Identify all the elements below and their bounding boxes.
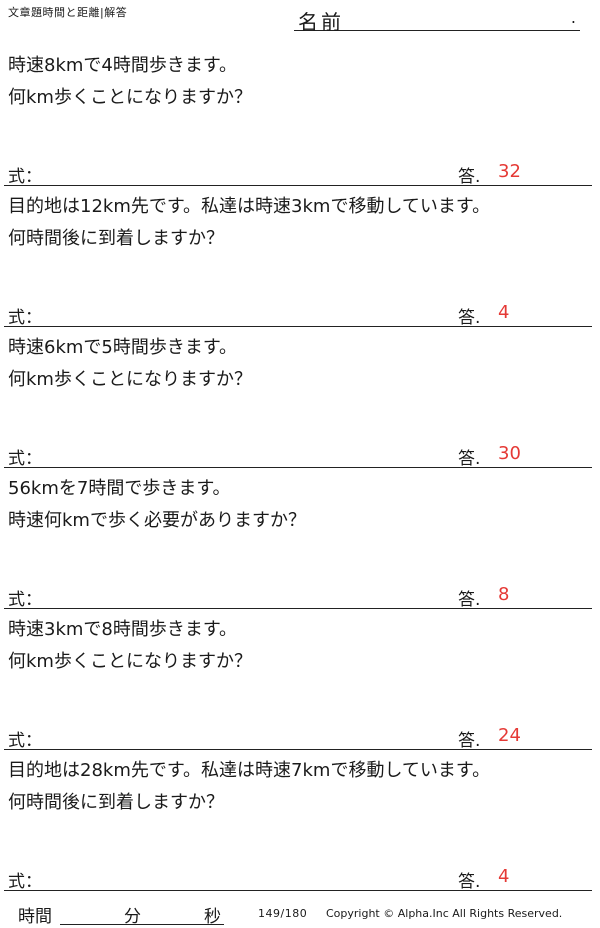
separator-line	[4, 467, 592, 468]
answer-value: 4	[498, 866, 510, 887]
separator-line	[4, 890, 592, 891]
page-number: 149/180	[258, 907, 308, 920]
question-line-2: 何km歩くことになりますか？	[8, 87, 252, 108]
formula-label: 式：	[8, 308, 42, 328]
answer-label: 答.	[458, 449, 481, 469]
formula-label: 式：	[8, 731, 42, 751]
answer-label: 答.	[458, 872, 481, 892]
question-line-1: 目的地は12km先です。私達は時速3kmで移動しています。	[8, 196, 491, 217]
question-line-2: 何km歩くことになりますか？	[8, 369, 252, 390]
question-line-2: 時速何kmで歩く必要がありますか？	[8, 510, 306, 531]
time-entry-line[interactable]	[60, 924, 224, 925]
problem-3: 時速6kmで5時間歩きます。 何km歩くことになりますか？ 式： 答. 30	[0, 326, 592, 469]
formula-label: 式：	[8, 872, 42, 892]
formula-label: 式：	[8, 449, 42, 469]
answer-label: 答.	[458, 590, 481, 610]
formula-label: 式：	[8, 590, 42, 610]
answer-label: 答.	[458, 731, 481, 751]
name-label: 名前	[298, 10, 344, 34]
question-line-1: 時速3kmで8時間歩きます。	[8, 619, 238, 640]
formula-label: 式：	[8, 167, 42, 187]
problem-1: 時速8kmで4時間歩きます。 何km歩くことになりますか？ 式： 答. 32	[0, 44, 592, 187]
problem-5: 時速3kmで8時間歩きます。 何km歩くことになりますか？ 式： 答. 24	[0, 608, 592, 751]
answer-label: 答.	[458, 167, 481, 187]
answer-value: 24	[498, 725, 521, 746]
question-line-1: 時速8kmで4時間歩きます。	[8, 55, 238, 76]
answer-value: 8	[498, 584, 510, 605]
footer-time-label: 時間	[18, 907, 52, 927]
answer-value: 32	[498, 161, 521, 182]
separator-line	[4, 185, 592, 186]
question-line-2: 何時間後に到着しますか？	[8, 792, 224, 813]
answer-label: 答.	[458, 308, 481, 328]
footer-minutes-label: 分	[124, 907, 141, 927]
footer-seconds-label: 秒	[204, 907, 221, 927]
separator-line	[4, 749, 592, 750]
name-field[interactable]: 名前 .	[294, 6, 580, 34]
question-line-1: 目的地は28km先です。私達は時速7kmで移動しています。	[8, 760, 491, 781]
problem-6: 目的地は28km先です。私達は時速7kmで移動しています。 何時間後に到着します…	[0, 749, 592, 892]
separator-line	[4, 608, 592, 609]
question-line-1: 時速6kmで5時間歩きます。	[8, 337, 238, 358]
problem-4: 56kmを7時間で歩きます。 時速何kmで歩く必要がありますか？ 式： 答. 8	[0, 467, 592, 610]
problem-2: 目的地は12km先です。私達は時速3kmで移動しています。 何時間後に到着します…	[0, 185, 592, 328]
answer-value: 30	[498, 443, 521, 464]
separator-line	[4, 326, 592, 327]
question-line-2: 何km歩くことになりますか？	[8, 651, 252, 672]
answer-value: 4	[498, 302, 510, 323]
question-line-2: 何時間後に到着しますか？	[8, 228, 224, 249]
name-dot: .	[570, 8, 576, 27]
worksheet-title: 文章題時間と距離|解答	[8, 6, 128, 19]
copyright-text: Copyright © Alpha.Inc All Rights Reserve…	[326, 907, 563, 920]
question-line-1: 56kmを7時間で歩きます。	[8, 478, 231, 499]
